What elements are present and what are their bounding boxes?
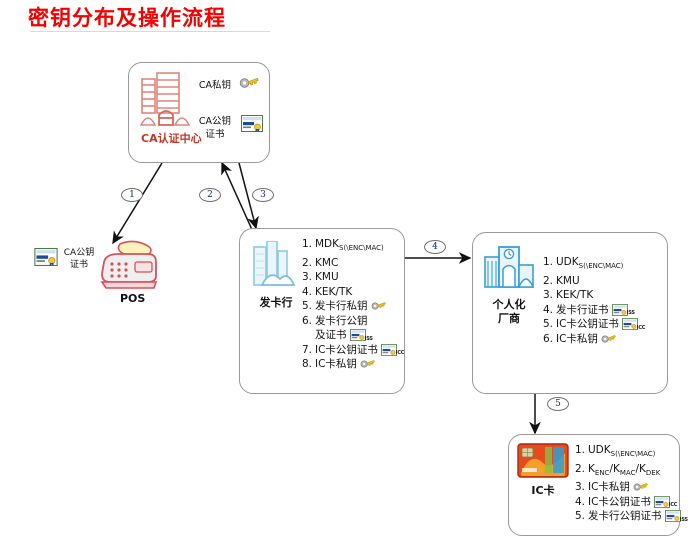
list-item: 2.KMU (543, 274, 580, 287)
node-pos[interactable]: CA公钥 证书 POS (30, 240, 160, 308)
node-vendor-label-line1: 个人化 (492, 298, 526, 311)
list-item: 2.KMC (302, 256, 339, 269)
list-item: 7.IC卡公钥证书 ICC (302, 343, 406, 358)
list-item: 3.KEK/TK (543, 289, 594, 302)
node-vendor[interactable]: 个人化 厂商 1.UDKS(\ENC\MAC) 2.KMU 3.KEK/TK 4… (472, 232, 668, 394)
certificate-icon: ICC (622, 318, 645, 331)
list-item: 3.IC卡私钥 (575, 480, 681, 495)
flow-badge-2: 2 (199, 188, 221, 202)
node-vendor-label-line2: 厂商 (498, 312, 520, 325)
ca-building-icon (139, 72, 191, 126)
vendor-key-list: 1.UDKS(\ENC\MAC) 2.KMU 3.KEK/TK 4.发卡行证书 … (543, 255, 667, 346)
key-icon (601, 334, 617, 343)
list-item: 1.MDKS(\ENC\MAC) (302, 238, 384, 253)
key-icon (633, 483, 649, 491)
ic-card-icon (517, 443, 569, 478)
list-item: 4.IC卡公钥证书 ICC (575, 495, 681, 510)
list-item: 3.KMU (302, 271, 339, 284)
cert-subscript: ISS (679, 516, 688, 523)
node-issuer-label: 发卡行 (259, 296, 293, 309)
certificate-icon: ISS (350, 329, 373, 342)
ca-public-cert-label-line1: CA公钥 (198, 116, 232, 127)
key-icon (360, 360, 376, 368)
list-item: 4.KEK/TK (302, 285, 353, 298)
node-issuer[interactable]: 发卡行 1.MDKS(\ENC\MAC) 2.KMC 3.KMU 4.KEK/T… (239, 228, 405, 394)
certificate-icon: ISS (612, 303, 635, 316)
node-ca[interactable]: CA认证中心 CA私钥 CA公钥 证书 (128, 62, 270, 163)
certificate-icon: ICC (654, 495, 677, 508)
cert-subscript: ISS (626, 310, 635, 317)
issuer-key-list: 1.MDKS(\ENC\MAC) 2.KMC 3.KMU 4.KEK/TK 5.… (302, 237, 406, 372)
ca-private-key-label: CA私钥 (198, 80, 232, 91)
pos-cert-label-line2: 证书 (69, 260, 88, 270)
flow-badge-1: 1 (121, 188, 143, 202)
node-iccard-label: IC卡 (531, 484, 555, 497)
certificate-icon: ICC (381, 343, 404, 356)
pos-cert-label-line1: CA公钥 (63, 248, 95, 258)
cert-subscript: ICC (636, 324, 646, 331)
node-pos-label: POS (120, 292, 146, 305)
list-item: 2.KENC/KMAC/KDEK (575, 462, 661, 477)
page-title: 密钥分布及操作流程 (28, 5, 226, 30)
list-item: 4.发卡行证书 ISS (543, 303, 667, 318)
list-item: 及证书 ISS (302, 328, 406, 343)
flow-badge-3: 3 (252, 188, 274, 202)
list-item: 6.IC卡私钥 (543, 332, 667, 347)
key-icon (239, 77, 259, 88)
cert-subscript: ICC (395, 350, 405, 357)
arrow-ca-to-issuer (238, 162, 259, 230)
certificate-icon (34, 248, 58, 266)
certificate-icon: ISS (665, 510, 688, 523)
issuer-building-icon (253, 241, 296, 286)
cert-subscript: ISS (364, 335, 373, 342)
iccard-key-list: 1.UDKS(\ENC\MAC) 2.KENC/KMAC/KDEK 3.IC卡私… (575, 443, 688, 524)
pos-terminal-icon (100, 240, 158, 289)
list-item: 5.发卡行公钥证书 ISS (575, 509, 688, 524)
node-ca-label-line1: CA认证中心 (141, 132, 202, 145)
list-item: 5.IC卡公钥证书 ICC (543, 317, 667, 332)
list-item: 8.IC卡私钥 (302, 357, 406, 372)
node-iccard[interactable]: IC卡 1.UDKS(\ENC\MAC) 2.KENC/KMAC/KDEK 3.… (508, 434, 688, 536)
cert-subscript: ICC (668, 502, 678, 509)
flow-badge-5: 5 (547, 397, 569, 411)
list-item: 1.UDKS(\ENC\MAC) (543, 256, 624, 271)
arrow-ca-to-pos (112, 162, 163, 245)
flow-badge-4: 4 (424, 240, 446, 254)
key-icon (371, 302, 386, 310)
list-item: 5.发卡行私钥 (302, 299, 406, 314)
certificate-icon (241, 115, 263, 132)
ca-public-cert-label-line2: 证书 (205, 129, 225, 140)
title-underline (30, 31, 270, 32)
vendor-building-icon (484, 246, 535, 288)
list-item: 1.UDKS(\ENC\MAC) (575, 444, 656, 459)
list-item: 6.发卡行公钥 (302, 314, 368, 327)
